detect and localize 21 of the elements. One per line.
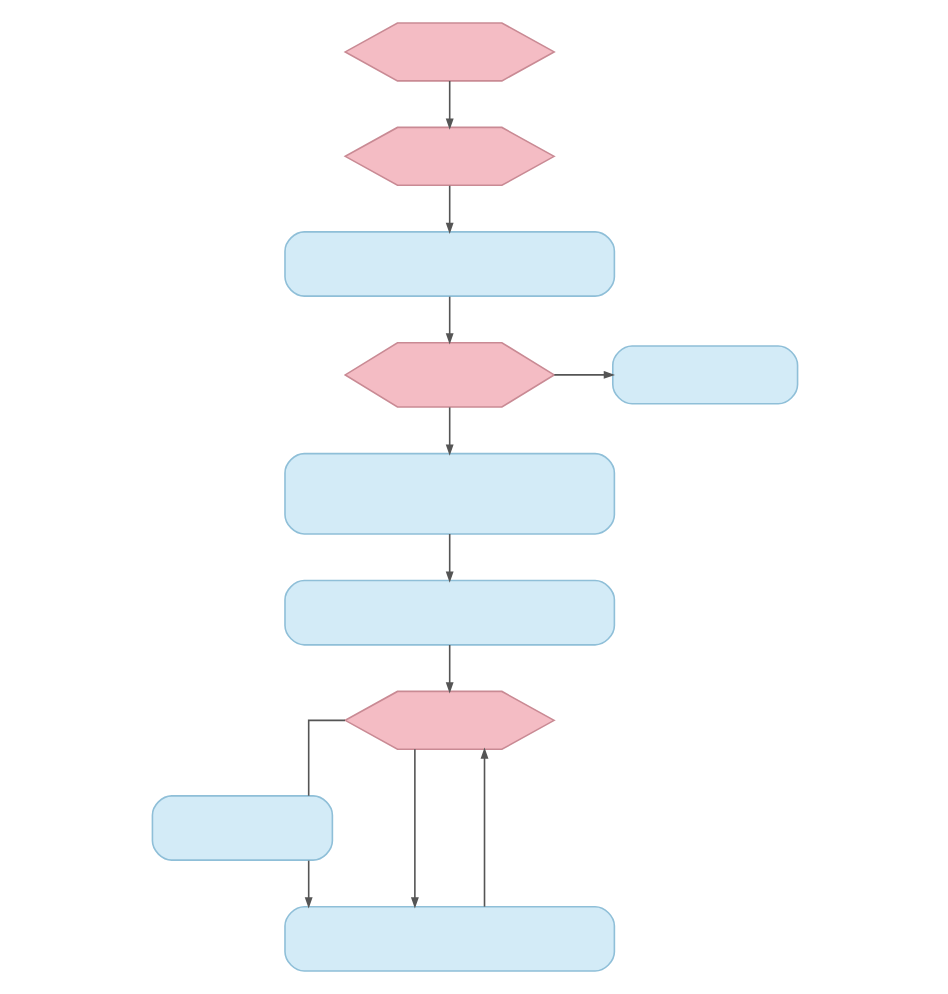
arrow	[303, 859, 312, 909]
node-hexagon	[342, 126, 555, 187]
arrow	[444, 295, 453, 345]
connector	[306, 719, 345, 797]
node-hexagon	[342, 341, 555, 408]
node-hexagon	[342, 690, 555, 751]
node-box	[283, 231, 615, 297]
arrow	[444, 406, 453, 456]
arrow	[444, 533, 453, 583]
node-hexagon	[342, 22, 555, 82]
arrow	[409, 748, 418, 909]
node-box	[283, 905, 615, 972]
arrow	[552, 370, 614, 379]
arrow	[444, 184, 453, 235]
arrow	[444, 644, 453, 694]
arrow	[444, 80, 453, 130]
node-box	[283, 452, 615, 535]
node-box	[150, 795, 333, 861]
node-box	[283, 579, 615, 646]
arrow	[479, 747, 488, 908]
node-box	[611, 345, 798, 405]
